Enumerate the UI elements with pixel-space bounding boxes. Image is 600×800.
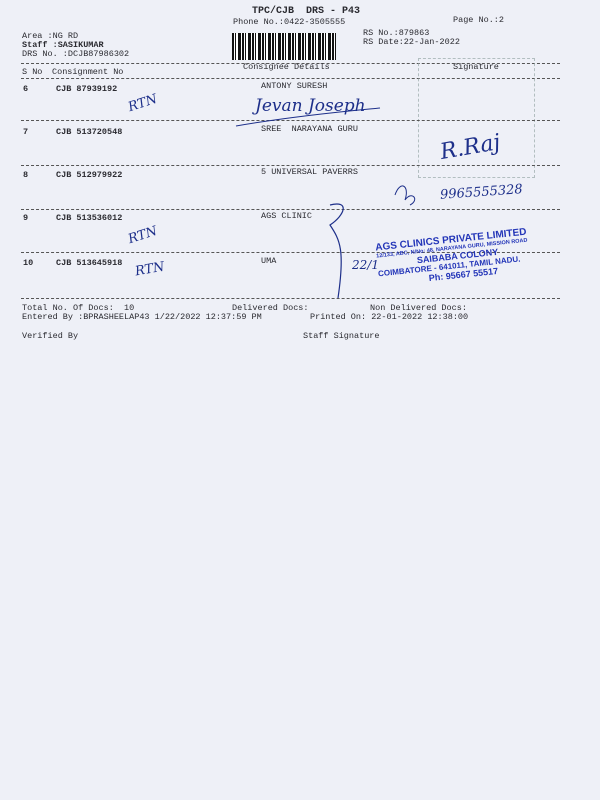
row-consignment: CJB 513536012 bbox=[56, 213, 123, 223]
staff-signature: Staff Signature bbox=[303, 331, 380, 341]
row-sno: 6 bbox=[23, 84, 29, 94]
row-consignment: CJB 513645918 bbox=[56, 258, 123, 268]
doc-title: TPC/CJB DRS - P43 bbox=[252, 6, 361, 17]
divider bbox=[21, 63, 560, 64]
divider bbox=[21, 298, 560, 299]
row-consignment: CJB 513720548 bbox=[56, 127, 123, 137]
staff: Staff :SASIKUMAR bbox=[22, 40, 104, 50]
signature-stamp-outline bbox=[418, 58, 535, 178]
divider bbox=[21, 252, 560, 253]
row-consignment: CJB 87939192 bbox=[56, 84, 118, 94]
non-delivered-docs: Non Delivered Docs: bbox=[370, 303, 467, 313]
col-sno: S No bbox=[22, 67, 43, 77]
col-signature: Signature bbox=[453, 62, 499, 72]
row-consignee: AGS CLINIC bbox=[261, 211, 313, 221]
area: Area :NG RD bbox=[22, 31, 79, 41]
row-sno: 9 bbox=[23, 213, 29, 223]
divider bbox=[21, 120, 560, 121]
phone-number: Phone No.:0422-3505555 bbox=[233, 17, 346, 27]
row-consignee: UMA bbox=[261, 256, 277, 266]
row-sno: 7 bbox=[23, 127, 29, 137]
barcode bbox=[232, 33, 336, 60]
row-sno: 8 bbox=[23, 170, 29, 180]
total-docs: Total No. Of Docs: 10 bbox=[22, 303, 135, 313]
page-number: Page No.:2 bbox=[453, 15, 505, 25]
delivered-docs: Delivered Docs: bbox=[232, 303, 309, 313]
row-consignee: SREE NARAYANA GURU bbox=[261, 124, 358, 134]
printed-on: Printed On: 22-01-2022 12:38:00 bbox=[310, 312, 469, 322]
divider bbox=[21, 78, 560, 79]
rs-number: RS No.:879863 bbox=[363, 28, 430, 38]
divider bbox=[21, 209, 560, 210]
row-consignee: ANTONY SURESH bbox=[261, 81, 328, 91]
divider bbox=[21, 165, 560, 166]
row-sno: 10 bbox=[23, 258, 34, 268]
drs-number: DRS No. :DCJB87986302 bbox=[22, 49, 130, 59]
row-consignment: CJB 512979922 bbox=[56, 170, 123, 180]
handwritten-date: 22/1 bbox=[352, 258, 379, 272]
col-consignee: Consignee Details bbox=[243, 62, 330, 72]
entered-by: Entered By :BPRASHEELAP43 1/22/2022 12:3… bbox=[22, 312, 262, 322]
row-consignee: 5 UNIVERSAL PAVERRS bbox=[261, 167, 358, 177]
verified-by: Verified By bbox=[22, 331, 79, 341]
col-consignment: Consignment No bbox=[52, 67, 124, 77]
rs-date: RS Date:22-Jan-2022 bbox=[363, 37, 460, 47]
